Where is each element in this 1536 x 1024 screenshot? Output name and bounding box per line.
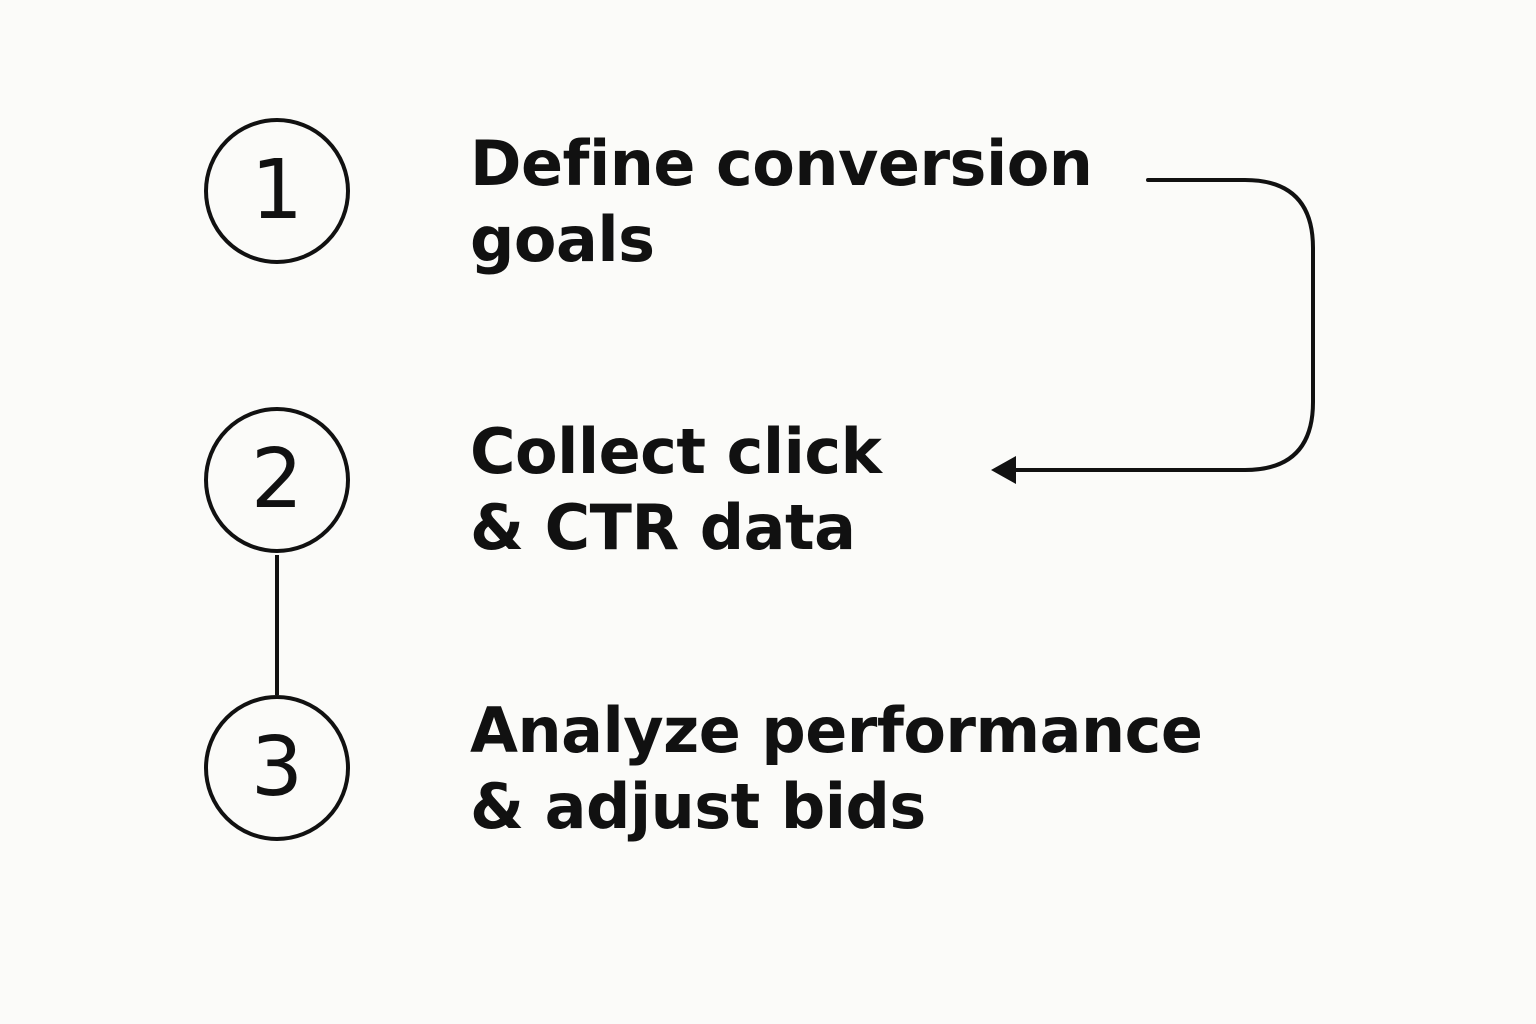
step-3-label: Analyze performance & adjust bids	[470, 693, 1203, 845]
step-1-circle: 1	[204, 118, 350, 264]
step-3-circle: 3	[204, 695, 350, 841]
step-1-label-line2: goals	[470, 203, 655, 276]
step-2-circle: 2	[204, 407, 350, 553]
step-2-label-line1: Collect click	[470, 415, 882, 488]
loop-arrow-line	[1010, 178, 1315, 472]
step-3-label-line1: Analyze performance	[470, 694, 1203, 767]
step-1-number: 1	[250, 143, 304, 238]
step-3-number: 3	[250, 720, 304, 815]
step-2-label: Collect click & CTR data	[470, 414, 882, 566]
step-2-label-line2: & CTR data	[470, 491, 856, 564]
step-1-label-line1: Define conversion	[470, 127, 1093, 200]
step-3-label-line2: & adjust bids	[470, 770, 926, 843]
step-2-number: 2	[250, 432, 304, 527]
step-1-label: Define conversion goals	[470, 126, 1093, 278]
arrow-head-icon	[991, 456, 1016, 484]
